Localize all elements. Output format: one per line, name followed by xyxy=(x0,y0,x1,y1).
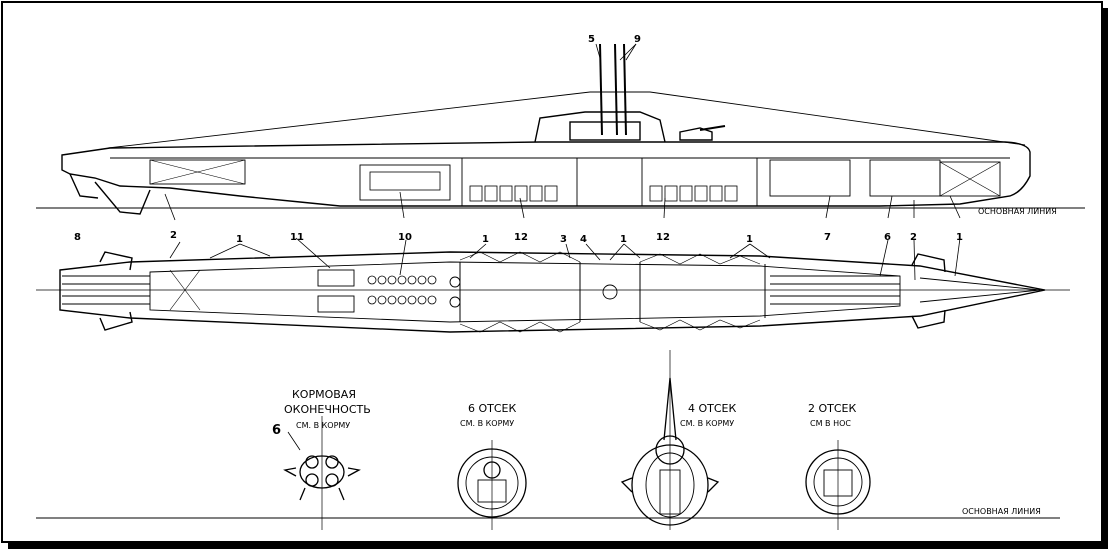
battery-side xyxy=(369,171,738,202)
callout-5: 5 xyxy=(588,34,595,45)
callout-12-b: 12 xyxy=(656,232,670,243)
callout-6-section: 6 xyxy=(272,423,281,438)
conning-tower xyxy=(534,111,666,143)
callout-8: 8 xyxy=(74,232,81,243)
stern-planes xyxy=(99,251,133,331)
callout-11: 11 xyxy=(290,232,304,243)
stern-fin xyxy=(94,181,151,215)
callout-7: 7 xyxy=(824,232,831,243)
plan-hull xyxy=(59,251,1046,333)
section-6-title: 6 ОТСЕК xyxy=(468,402,517,415)
plan-view xyxy=(36,251,1070,333)
section-6 xyxy=(457,440,527,530)
stern-title-line2: ОКОНЕЧНОСТЬ xyxy=(284,403,371,416)
periscope-9b xyxy=(623,43,627,136)
baseline-label-bottom: ОСНОВНАЯ ЛИНИЯ xyxy=(962,507,1041,516)
callout-numbers: 5 9 8 2 1 11 10 1 12 3 4 1 12 1 7 6 2 1 … xyxy=(74,34,963,438)
section-2 xyxy=(805,440,871,530)
callout-1-bow: 1 xyxy=(956,232,963,243)
callout-9: 9 xyxy=(634,34,641,45)
callout-1-stern: 1 xyxy=(236,234,243,245)
periscope-5 xyxy=(599,43,603,136)
callout-12-a: 12 xyxy=(514,232,528,243)
section-2-title: 2 ОТСЕК xyxy=(808,402,857,415)
callout-2-bow: 2 xyxy=(910,232,917,243)
section-4 xyxy=(620,350,720,530)
jumping-wire xyxy=(107,91,1026,149)
callout-1-mid-a: 1 xyxy=(482,234,489,245)
callout-2-stern: 2 xyxy=(170,230,177,241)
callout-6-plan: 6 xyxy=(884,232,891,243)
leader-lines xyxy=(164,43,961,451)
frame-border xyxy=(1,1,1103,543)
deck-gun xyxy=(679,127,713,141)
callout-3: 3 xyxy=(560,234,567,245)
section-2-subtitle: СМ В НОС xyxy=(810,419,851,428)
callout-1-fwd: 1 xyxy=(746,234,753,245)
bow-planes xyxy=(911,253,946,329)
section-4-title: 4 ОТСЕК xyxy=(688,402,737,415)
callout-4: 4 xyxy=(580,234,587,245)
side-hull xyxy=(61,141,1031,207)
section-stern xyxy=(283,416,361,530)
section-6-subtitle: СМ. В КОРМУ xyxy=(460,419,514,428)
stern-title-line1: КОРМОВАЯ xyxy=(292,388,356,401)
baseline-label-top: ОСНОВНАЯ ЛИНИЯ xyxy=(978,207,1057,216)
side-view xyxy=(36,43,1085,215)
section-4-subtitle: СМ. В КОРМУ xyxy=(680,419,734,428)
callout-1-mid-b: 1 xyxy=(620,234,627,245)
periscope-9a xyxy=(614,43,618,136)
stern-subtitle: СМ. В КОРМУ xyxy=(296,421,350,430)
callout-10: 10 xyxy=(398,232,412,243)
